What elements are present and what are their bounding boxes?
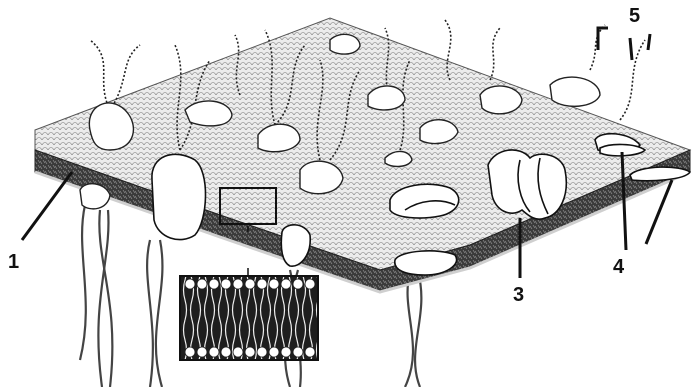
label-3: 3	[513, 285, 524, 305]
membrane-outer-surface	[35, 18, 690, 270]
label-5: 5	[629, 6, 640, 26]
label-1: 1	[8, 252, 19, 272]
leader-5b	[630, 38, 632, 60]
leader-5c	[648, 34, 650, 50]
label-4: 4	[613, 257, 624, 277]
bilayer-inset	[180, 276, 318, 360]
leader-1	[22, 172, 72, 240]
leader-5a	[598, 28, 608, 50]
